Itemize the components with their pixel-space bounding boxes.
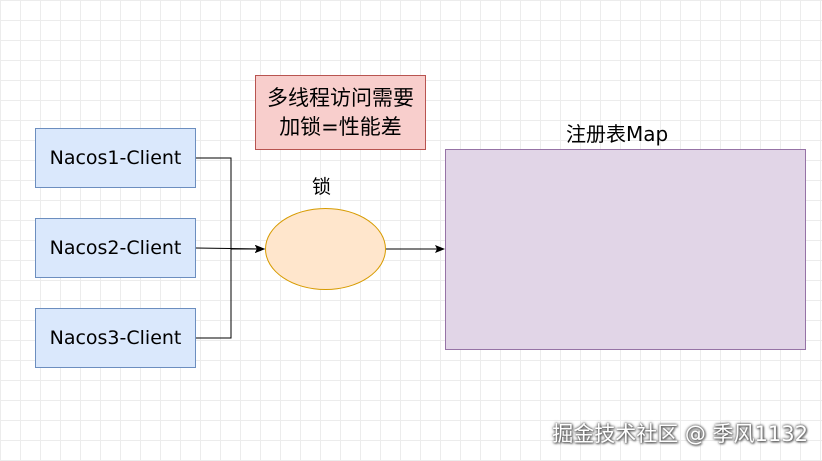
watermark: 掘金技术社区 @ 季风1132 <box>552 422 808 446</box>
nacos1-client-node[interactable]: Nacos1-Client <box>35 128 196 188</box>
nacos3-client-label: Nacos3-Client <box>49 327 182 349</box>
lock-node[interactable] <box>265 208 386 290</box>
connector-client3 <box>196 245 265 339</box>
nacos2-client-node[interactable]: Nacos2-Client <box>35 218 196 278</box>
registry-map-node[interactable] <box>445 149 806 350</box>
performance-note[interactable]: 多线程访问需要 加锁=性能差 <box>255 75 426 150</box>
nacos2-client-label: Nacos2-Client <box>49 237 182 259</box>
connector-client1 <box>196 157 265 253</box>
registry-map-label: 注册表Map <box>566 122 669 146</box>
note-line-2: 加锁=性能差 <box>279 114 402 139</box>
nacos3-client-node[interactable]: Nacos3-Client <box>35 308 196 368</box>
nacos1-client-label: Nacos1-Client <box>49 147 182 169</box>
lock-label: 锁 <box>312 176 332 198</box>
note-line-1: 多线程访问需要 <box>267 85 414 110</box>
